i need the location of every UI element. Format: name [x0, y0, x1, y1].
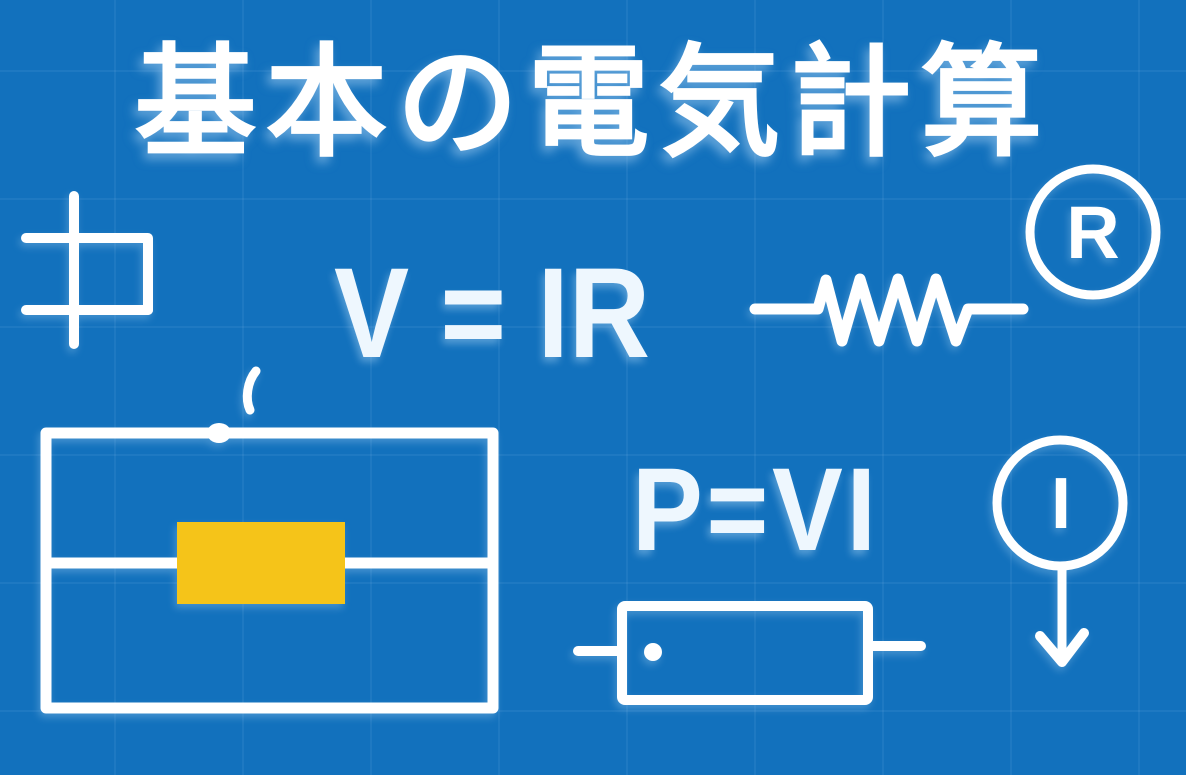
- resistor-box-icon: [573, 601, 926, 705]
- formula-ohms-law: V = IR: [334, 242, 651, 385]
- downward-current-arrow-icon: [1035, 562, 1089, 667]
- current-circle-badge: I: [992, 435, 1128, 667]
- resistance-circle-label: R: [1066, 191, 1119, 274]
- resistance-circle-badge: R: [1025, 164, 1161, 300]
- parallel-circuit-diagram: [40, 366, 499, 714]
- circuit-outer-loop: [40, 427, 499, 714]
- formula-power-law: P=VI: [632, 444, 880, 576]
- resistor-box-dot: [644, 643, 662, 661]
- open-box-with-crossing-wire-icon: [21, 191, 153, 349]
- yellow-resistor-block: [177, 522, 345, 604]
- page-title: 基本の電気計算: [134, 32, 1052, 174]
- resistor-zigzag-icon: [749, 273, 1029, 347]
- current-circle-label: I: [1051, 464, 1071, 544]
- pen-tick-icon: [242, 366, 261, 415]
- junction-dot-icon: [207, 423, 231, 443]
